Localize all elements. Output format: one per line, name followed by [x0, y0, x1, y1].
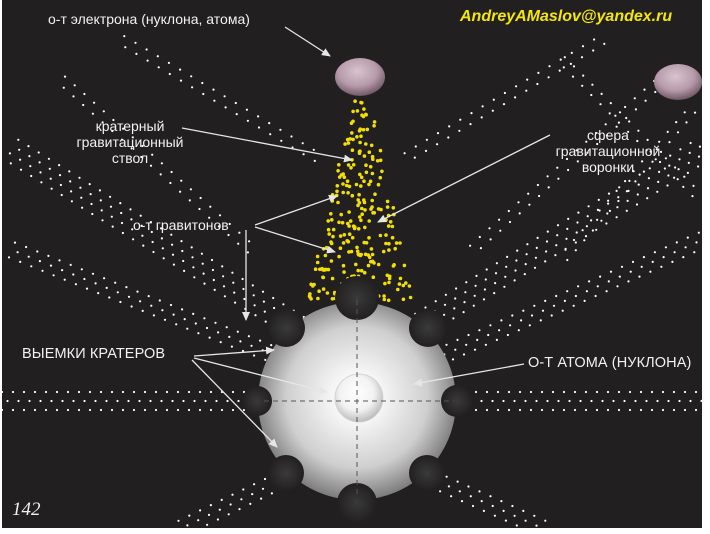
crater-trunk-line-2: гравитационный: [70, 134, 190, 150]
gravitons-label: о-т гравитонов: [133, 217, 229, 233]
arrow-dimple-upper: [194, 350, 274, 356]
diagram-canvas: [2, 0, 702, 528]
atom-sphere: [242, 276, 473, 523]
page-number: 142: [12, 499, 41, 521]
crater-trunk-label: кратерный гравитационный ствол: [70, 118, 190, 166]
author-email: AndreyAMaslov@yandex.ru: [460, 8, 672, 26]
crater-dimples-label: ВЫЕМКИ КРАТЕРОВ: [22, 346, 165, 362]
crater-dimple: [409, 309, 447, 347]
arrow-gravitons-lower: [255, 227, 335, 252]
atom-core: [335, 374, 383, 422]
diagram-plate: о-т электрона (нуклона, атома) AndreyAMa…: [2, 0, 702, 528]
electron-label: о-т электрона (нуклона, атома): [48, 11, 250, 27]
electron-sphere-right: [654, 64, 702, 100]
arrow-gravitons-upper: [255, 196, 337, 225]
crater-dimple: [267, 309, 305, 347]
crater-dimple: [268, 455, 304, 491]
arrow-electron: [285, 27, 330, 56]
sphere-funnel-line-3: воронки: [548, 159, 668, 175]
sphere-funnel-line-2: гравитационной: [548, 143, 668, 159]
crater-dimple: [409, 455, 445, 491]
electron-sphere: [335, 58, 385, 96]
crater-trunk-line-3: ствол: [70, 150, 190, 166]
sphere-funnel-line-1: сфера: [548, 127, 668, 143]
arrow-sphere-funnel: [378, 135, 550, 222]
crater-trunk-line-1: кратерный: [70, 118, 190, 134]
atom-label: О-Т АТОМА (НУКЛОНА): [528, 355, 691, 371]
arrow-crater-trunk: [182, 128, 352, 160]
sphere-funnel-label: сфера гравитационной воронки: [548, 127, 668, 175]
